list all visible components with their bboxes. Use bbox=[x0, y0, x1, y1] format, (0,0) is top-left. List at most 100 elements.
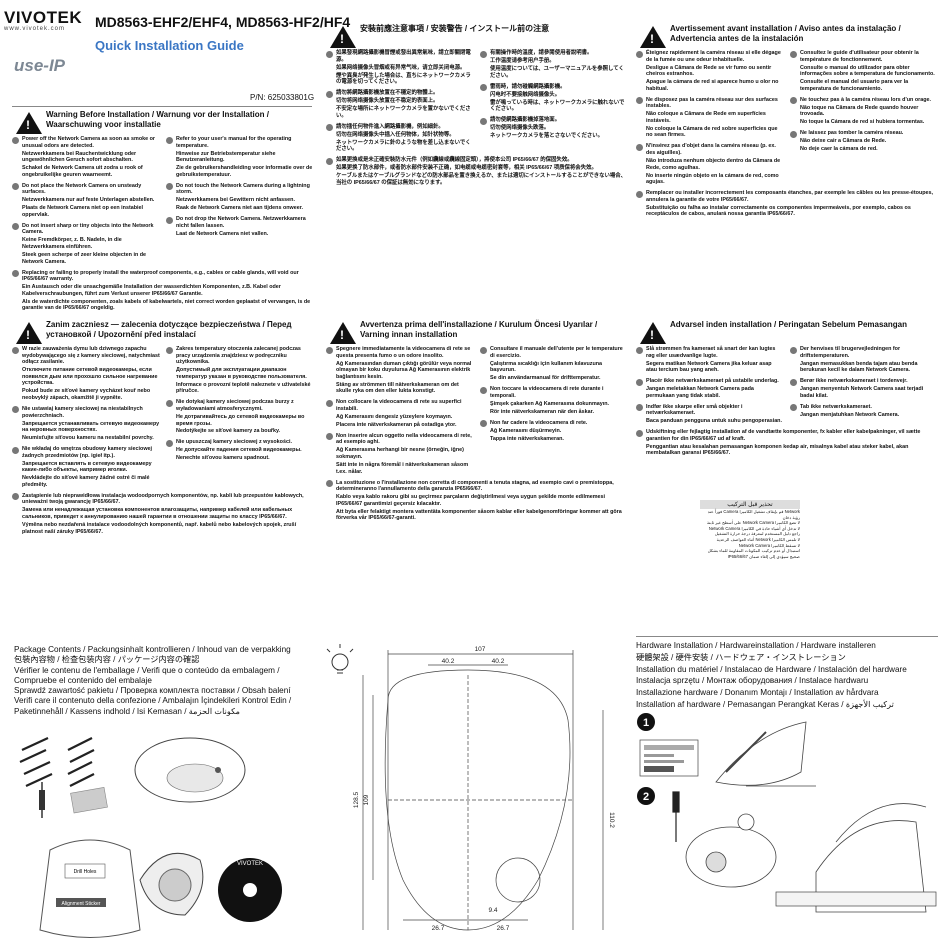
warning-text: Se din användarmanual för drifttemperatu… bbox=[490, 375, 601, 382]
warning-icon bbox=[640, 26, 666, 48]
warning-text: Baca panduan pengguna untuk suhu pengope… bbox=[646, 418, 782, 425]
warning-item: 如果發現網路攝影機冒煙或發出異常氣味，請立即關閉電源。如果网络摄像头冒烟或有异常… bbox=[326, 50, 474, 87]
title-line: 包裝內容物 / 检查包装内容 / パッケージ内容の確認 bbox=[14, 655, 200, 665]
warning-text: Consulte o manual do utilizador para obt… bbox=[800, 64, 935, 78]
divider bbox=[636, 636, 938, 637]
warning-text: Допустимый для эксплуатации диапазон тем… bbox=[176, 367, 307, 380]
warranty-note: Udskiftning eller fejlagtig installation… bbox=[636, 429, 938, 458]
warning-text: 如果發現網路攝影機冒煙或發出異常氣味，請立即關閉電源。 bbox=[336, 50, 471, 63]
warning-item: Spegnere immediatamente la videocamera d… bbox=[326, 346, 474, 396]
warning-text: Der henvises til brugervejledningen for … bbox=[800, 346, 901, 359]
warning-column-left: Spegnere immediatamente la videocamera d… bbox=[326, 346, 474, 480]
warning-text: 雷雨時，請勿碰觸網路攝影機。 bbox=[490, 83, 566, 90]
product-label-icon bbox=[639, 739, 699, 777]
warning-text: Zakres temperatury otoczenia zalecanej p… bbox=[176, 346, 301, 366]
warning-text: No inserte ningún objeto en la cámara de… bbox=[646, 172, 779, 186]
title-line: Installation af hardware / Pemasangan Pe… bbox=[636, 699, 894, 709]
warning-text: No coloque la Cámara de red sobre superf… bbox=[646, 125, 778, 139]
bullet-icon bbox=[326, 90, 333, 98]
bullet-icon bbox=[12, 406, 19, 414]
warning-text: Plaats de Network Camera niet op een ins… bbox=[22, 205, 144, 218]
arabic-warning-line: لا تلمس الكاميرا Network أثناء العواصف ا… bbox=[716, 536, 800, 542]
step-1-number: 1 bbox=[643, 717, 649, 729]
warning-text: Power off the Network Camera as soon as … bbox=[22, 136, 156, 149]
warning-item: Power off the Network Camera as soon as … bbox=[12, 136, 160, 180]
warning-text: Запрещается устанавливать сетевую видеок… bbox=[22, 420, 160, 434]
warning-text: Não introduza nenhum objecto dentro da C… bbox=[646, 158, 781, 171]
bullet-icon bbox=[480, 420, 487, 428]
warning-text: Hinweise zur Betriebstemperatur siehe Be… bbox=[176, 150, 276, 164]
drill-holes-label: Drill Holes bbox=[74, 869, 97, 875]
warning-item: Nie dotykaj kamery sieciowej podczas bur… bbox=[166, 399, 314, 436]
bullet-icon bbox=[790, 50, 797, 58]
dim-bottom-left: 26.7 bbox=[432, 925, 445, 932]
warning-item: W razie zauważenia dymu lub dziwnego zap… bbox=[12, 346, 160, 403]
arabic-warning-line: لا تضع الكاميرا Network Camera على أسطح … bbox=[706, 520, 800, 526]
dimension-drawing: 107 40.2 40.2 109 128.5 110.2 9.4 26.7 2… bbox=[326, 644, 615, 932]
warning-item: 有關操作時的溫度，請參閱使用者說明書。工作温度请参考用户手册。使用温度については… bbox=[480, 50, 628, 81]
warranty-text: Substituição ou falha ao instalar correc… bbox=[646, 204, 911, 218]
warning-text: Informace o provozní teplotě naleznete v… bbox=[176, 381, 311, 395]
bullet-icon bbox=[480, 50, 487, 58]
warning-item: Ne disposez pas la caméra réseau sur des… bbox=[636, 97, 784, 141]
warning-text: Neumisťujte síťovou kameru na nestabilní… bbox=[22, 435, 154, 442]
warning-text: Schakel de Network Camera uit zodra u ro… bbox=[22, 165, 143, 178]
warning-column-left: Power off the Network Camera as soon as … bbox=[12, 136, 160, 270]
warranty-text: Замена или ненадлежащая установка компон… bbox=[22, 507, 293, 520]
title-line: Verifi care il contenuto della confezion… bbox=[14, 696, 292, 716]
title-line: Installation du matériel / Instalacao de… bbox=[636, 664, 907, 674]
warning-text: Do not place the Network Camera on unste… bbox=[22, 182, 142, 196]
warning-icon bbox=[330, 26, 356, 48]
bullet-icon bbox=[636, 429, 643, 437]
warranty-text: Remplacer ou installer incorrectement le… bbox=[646, 190, 934, 203]
warning-text: Ağ Kamerasını düşürmeyin. bbox=[490, 427, 562, 434]
warning-text: Nedotýkejte se síťové kamery za bouřky. bbox=[176, 428, 281, 435]
warning-text: Не дотрагивайтесь до сетевой видеокамеры… bbox=[176, 413, 305, 427]
warning-text: Ağ Kamerasını dengesiz yüzeylere koymayı… bbox=[336, 413, 453, 420]
warranty-text: Kablo veya kablo rakoru gibi su geçirmez… bbox=[336, 494, 606, 507]
part-number: P/N: 625033801G bbox=[250, 93, 315, 102]
warning-item: Nie upuszczaj kamery sieciowej z wysokoś… bbox=[166, 439, 314, 463]
warning-item: Tab ikke netværkskameraet.Jangan menjatu… bbox=[790, 404, 938, 420]
warning-text: Consulte el manual del usuario para ver … bbox=[800, 79, 909, 92]
warning-text: Ağ Kamerasına herhangi bir nesne (örneği… bbox=[336, 447, 464, 461]
warning-column-right: Consultare il manuale dell'utente per le… bbox=[480, 346, 628, 480]
warning-item: Do not touch the Network Camera during a… bbox=[166, 183, 314, 214]
warning-text: Raak de Network Camera niet aan tijdens … bbox=[176, 205, 304, 212]
screwdriver-icon bbox=[39, 782, 45, 818]
warning-item: Non toccare la videocamera di rete duran… bbox=[480, 386, 628, 417]
warning-title: 安裝前應注意事項 / 安装警告 / インストール前の注意 bbox=[360, 24, 550, 33]
warning-text: Jangan menjatuhkan Network Camera. bbox=[800, 411, 900, 418]
hardware-steps-illustration: 1 2 bbox=[637, 713, 937, 913]
camera-dome-icon bbox=[134, 737, 246, 803]
warning-text: 闪电时不要接触网络摄像头。 bbox=[490, 91, 561, 98]
warning-item: Do not insert sharp or tiny objects into… bbox=[12, 223, 160, 267]
bullet-icon bbox=[326, 346, 333, 354]
bullet-icon bbox=[166, 346, 173, 354]
warning-section-en-de-nl: Warning Before Installation / Warnung vo… bbox=[12, 110, 314, 316]
dim-total-width: 107 bbox=[475, 646, 486, 653]
step-2-number: 2 bbox=[643, 791, 649, 803]
warning-item: Zakres temperatury otoczenia zalecanej p… bbox=[166, 346, 314, 396]
warranty-text: Replacing or failing to properly install… bbox=[22, 269, 299, 283]
writing-hand-icon bbox=[715, 721, 816, 787]
bullet-icon bbox=[326, 399, 333, 407]
warning-text: 如果网络摄像头冒烟或有异常气味，请立即关闭电源。 bbox=[336, 64, 466, 71]
bullet-icon bbox=[636, 50, 643, 58]
warning-column-left: W razie zauważenia dymu lub dziwnego zap… bbox=[12, 346, 160, 493]
warning-text: Nenechte síťovou kameru spadnout. bbox=[176, 455, 270, 462]
bullet-icon bbox=[12, 346, 19, 354]
package-contents-title: Package Contents / Packungsinhalt kontro… bbox=[14, 645, 324, 717]
screws-icon bbox=[19, 737, 95, 787]
warning-text: Отключите питание сетевой видеокамеры, е… bbox=[22, 367, 158, 387]
warning-item: Do not drop the Network Camera. Netzwerk… bbox=[166, 216, 314, 239]
warning-text: Keine Fremdkörper, z. B. Nadeln, in die … bbox=[22, 237, 122, 251]
warning-item: Indfør ikke skarpe eller små objekter i … bbox=[636, 404, 784, 427]
bullet-icon bbox=[12, 270, 19, 278]
warning-title: Warning Before Installation / Warnung vo… bbox=[46, 110, 269, 129]
bullet-icon bbox=[790, 346, 797, 354]
bullet-icon bbox=[636, 190, 643, 198]
warning-text: Berør ikke netværkskameraet i tordenvejr… bbox=[800, 378, 908, 385]
warning-item: Nie ustawiaj kamery sieciowej na niestab… bbox=[12, 406, 160, 443]
warranty-text: Výměna nebo nezdařená instalace vodoodol… bbox=[22, 521, 297, 535]
